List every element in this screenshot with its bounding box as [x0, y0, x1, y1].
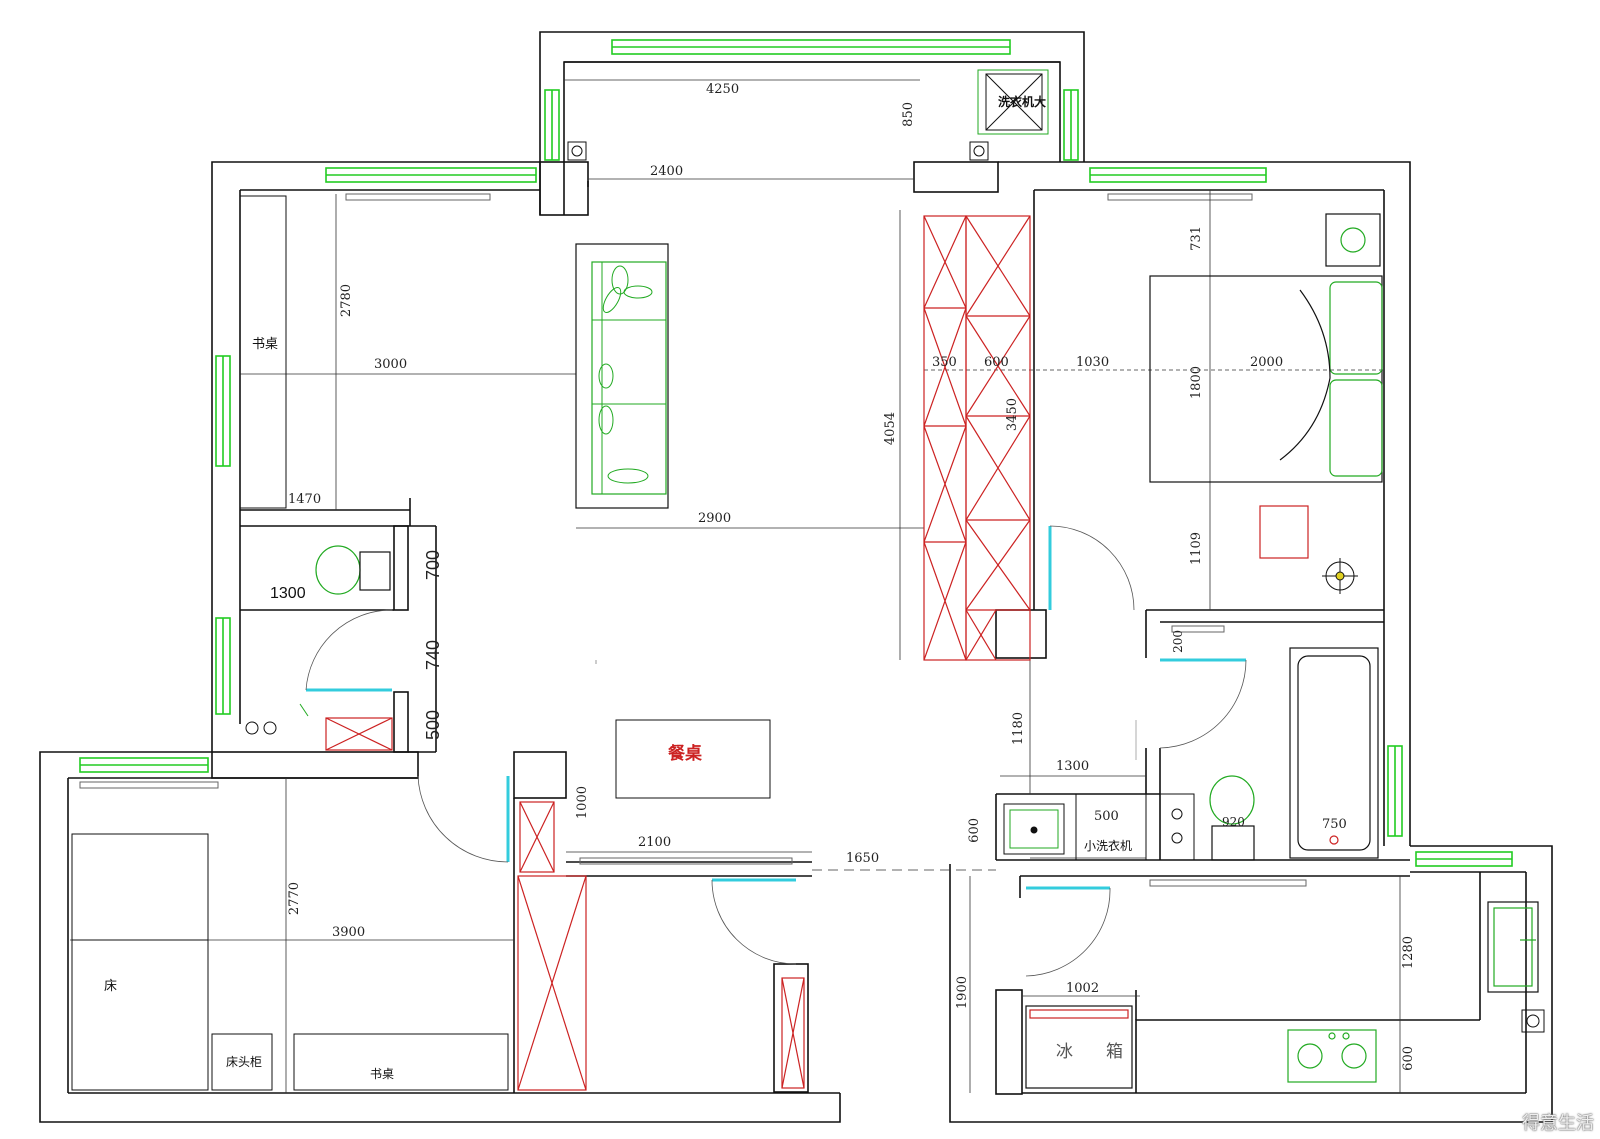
exterior-walls [39, 31, 1553, 1123]
sofa [575, 243, 669, 509]
sink-left [245, 703, 309, 735]
desk-top [239, 195, 287, 509]
kitchen-sink [1487, 901, 1539, 993]
bed-master [1149, 213, 1383, 483]
curtain-tracks [79, 193, 1307, 887]
lamp-symbol [1322, 558, 1358, 594]
toilet-left [315, 545, 391, 595]
basin-right [1003, 803, 1065, 855]
stove [1287, 1029, 1377, 1083]
windows [79, 39, 1513, 867]
bathtub [1289, 647, 1379, 859]
dimension-lines [70, 79, 1401, 1093]
drains [567, 141, 1545, 1033]
bed-lower [71, 833, 509, 1091]
doors [305, 525, 1247, 977]
toilet-right [1209, 775, 1255, 861]
washer-large-symbol [977, 69, 1049, 135]
fridge [1025, 1005, 1133, 1089]
wardrobe-cabinet [325, 215, 1309, 1091]
washer-small-box [1075, 793, 1195, 861]
dining-table [615, 719, 771, 799]
